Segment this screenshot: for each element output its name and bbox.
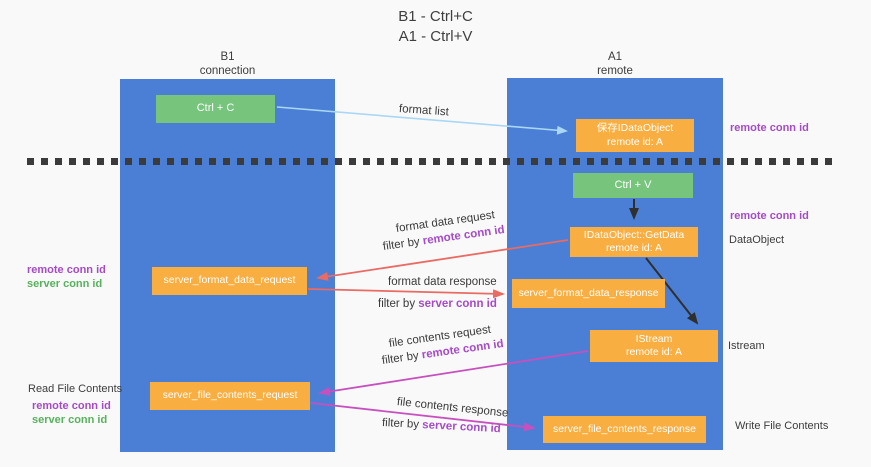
right-column-name: A1 (607, 51, 623, 63)
filter-by-text: filter by (381, 349, 423, 367)
server-format-data-request-label: server_format_data_request (163, 274, 296, 287)
filter-by-text: filter by (378, 298, 419, 310)
dataobject-label: DataObject (729, 234, 785, 246)
title-line-2: A1 - Ctrl+V (398, 28, 473, 46)
istream-side-label: Istream (728, 340, 765, 352)
filter-by-text: filter by (381, 417, 423, 432)
format-data-response-arrow (307, 288, 505, 299)
server-file-contents-response-label: server_file_contents_response (552, 422, 696, 435)
save-dataobject-line2: remote id: A (606, 135, 664, 148)
file-contents-response-filter-label: filter by server conn id (382, 417, 501, 435)
filter-by-text: filter by (382, 235, 424, 253)
ctrl-c-label: Ctrl + C (196, 102, 235, 115)
file-contents-response-label: file contents response (396, 396, 509, 420)
right-column-header: A1 remote (507, 50, 723, 78)
save-dataobject-line1: 保存IDataObject (596, 122, 674, 135)
title-line-1: B1 - Ctrl+C (398, 8, 473, 25)
server-conn-id-highlight: server conn id (421, 419, 502, 436)
save-dataobject-box: 保存IDataObject remote id: A (576, 119, 694, 152)
left-remote-conn-id-file-label: remote conn id (32, 400, 111, 412)
left-remote-conn-id-format-label: remote conn id (27, 264, 106, 276)
istream-box: IStream remote id: A (590, 330, 718, 362)
format-list-label: format list (398, 103, 450, 119)
ctrl-v-box: Ctrl + V (573, 173, 693, 198)
write-file-contents-label: Write File Contents (735, 420, 829, 432)
server-file-contents-request-label: server_file_contents_request (162, 389, 298, 402)
right-remote-conn-id-top-label: remote conn id (730, 122, 809, 134)
ctrl-c-box: Ctrl + C (156, 95, 275, 123)
diagram-title: B1 - Ctrl+C A1 - Ctrl+V (0, 7, 871, 48)
server-file-contents-response-box: server_file_contents_response (543, 416, 706, 443)
getdata-line1: IDataObject::GetData (583, 228, 685, 241)
server-format-data-response-box: server_format_data_response (512, 279, 665, 308)
left-column-header: B1 connection (120, 50, 335, 78)
left-column-subtitle: connection (199, 65, 256, 78)
server-file-contents-request-box: server_file_contents_request (150, 382, 310, 410)
format-data-response-filter-label: filter by server conn id (378, 298, 497, 310)
server-format-data-response-label: server_format_data_response (518, 286, 659, 299)
right-remote-conn-id-mid-label: remote conn id (730, 210, 809, 222)
istream-line1: IStream (635, 332, 673, 345)
right-column-subtitle: remote (597, 65, 633, 78)
server-conn-id-highlight: server conn id (418, 298, 497, 310)
server-format-data-request-box: server_format_data_request (152, 267, 307, 295)
ctrl-v-label: Ctrl + V (614, 178, 652, 191)
format-data-response-label: format data response (388, 276, 497, 288)
getdata-line2: remote id: A (605, 242, 663, 254)
idataobject-getdata-box: IDataObject::GetData remote id: A (570, 227, 698, 257)
istream-line2: remote id: A (625, 346, 683, 358)
read-file-contents-label: Read File Contents (28, 383, 123, 395)
left-server-conn-id-file-label: server conn id (32, 414, 108, 426)
machine-boundary-dashed-line (27, 158, 838, 165)
left-column-name: B1 (220, 51, 235, 63)
left-server-conn-id-format-label: server conn id (27, 278, 103, 290)
